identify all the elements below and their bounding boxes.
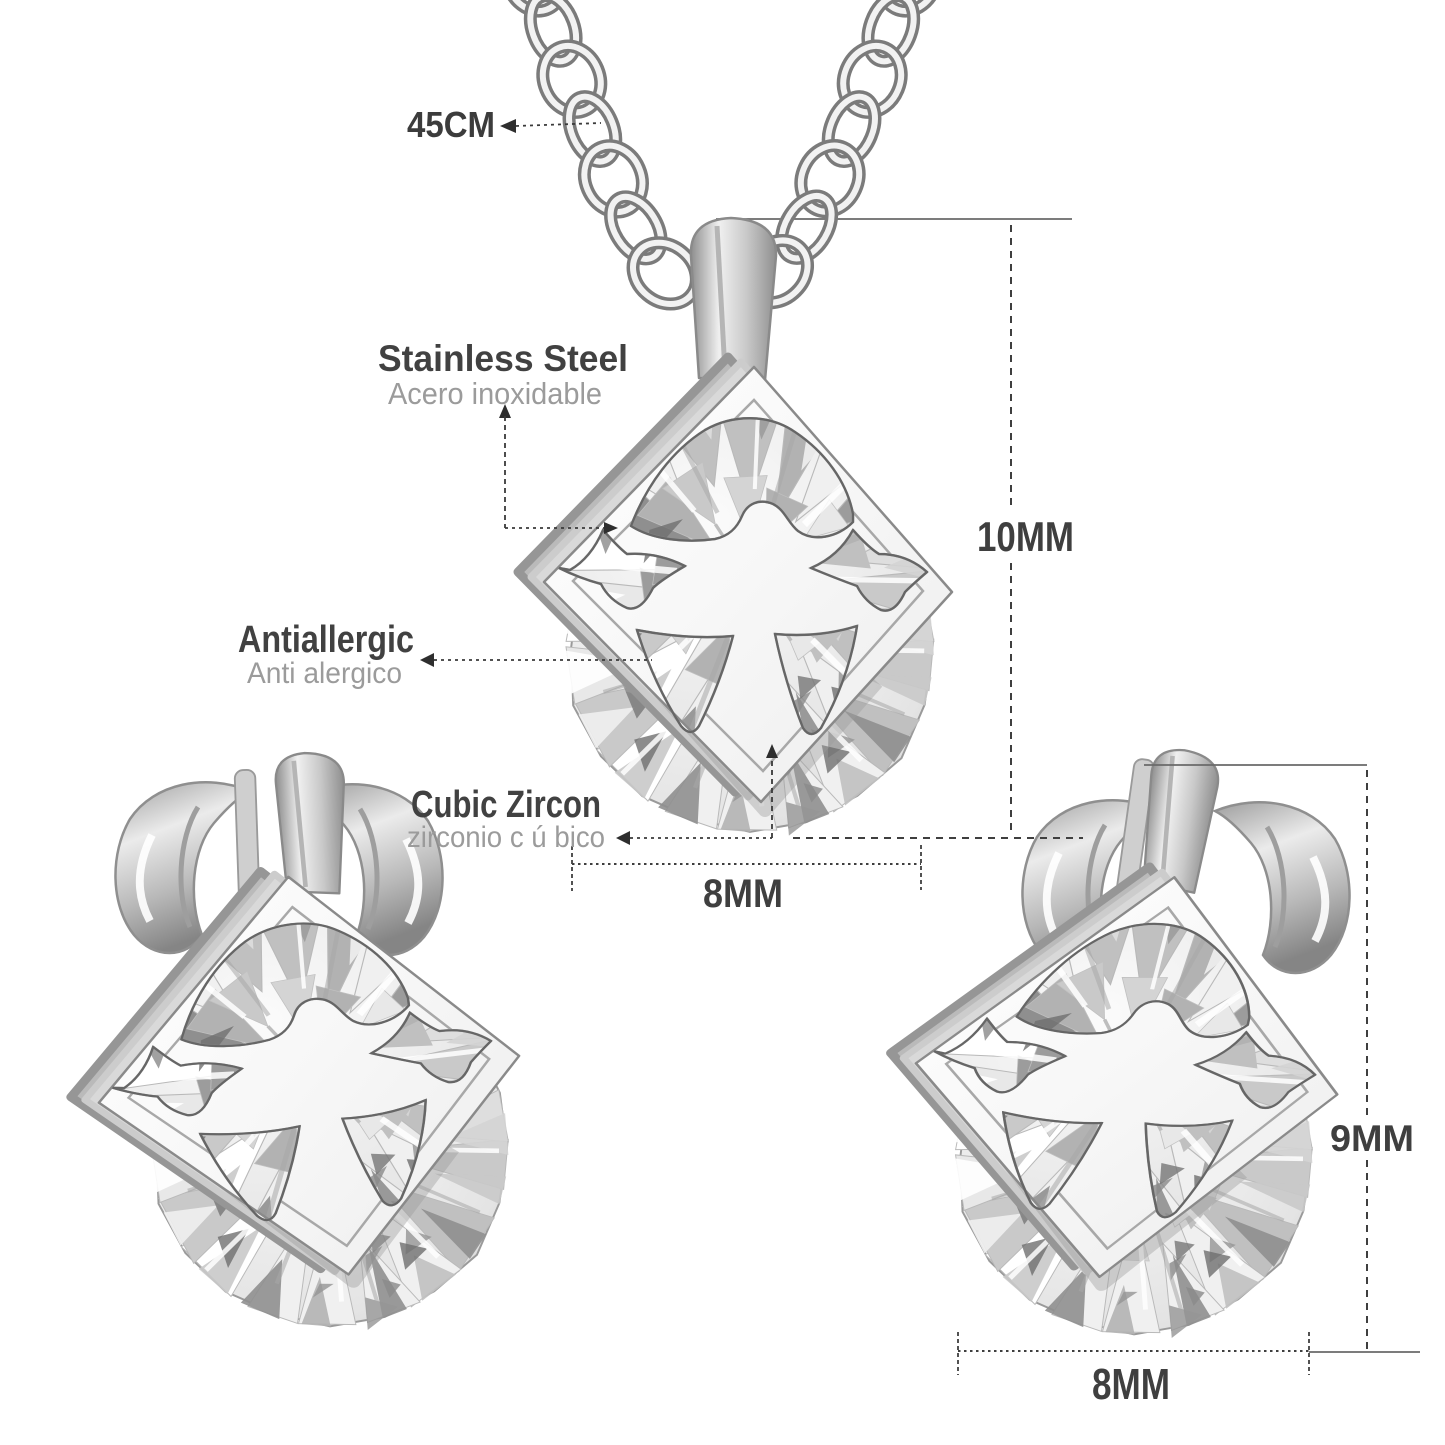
svg-text:zirconio c ú bico: zirconio c ú bico <box>407 821 605 854</box>
svg-text:Cubic Zircon: Cubic Zircon <box>411 784 601 826</box>
svg-text:10MM: 10MM <box>977 513 1074 560</box>
svg-text:45CM: 45CM <box>407 104 495 145</box>
svg-text:9MM: 9MM <box>1330 1118 1414 1159</box>
svg-text:Antiallergic: Antiallergic <box>238 619 414 661</box>
svg-text:Stainless Steel: Stainless Steel <box>378 338 628 379</box>
svg-text:8MM: 8MM <box>703 872 783 916</box>
svg-text:Anti alergico: Anti alergico <box>247 657 402 690</box>
svg-text:Acero inoxidable: Acero inoxidable <box>388 376 602 411</box>
svg-text:8MM: 8MM <box>1092 1360 1170 1409</box>
